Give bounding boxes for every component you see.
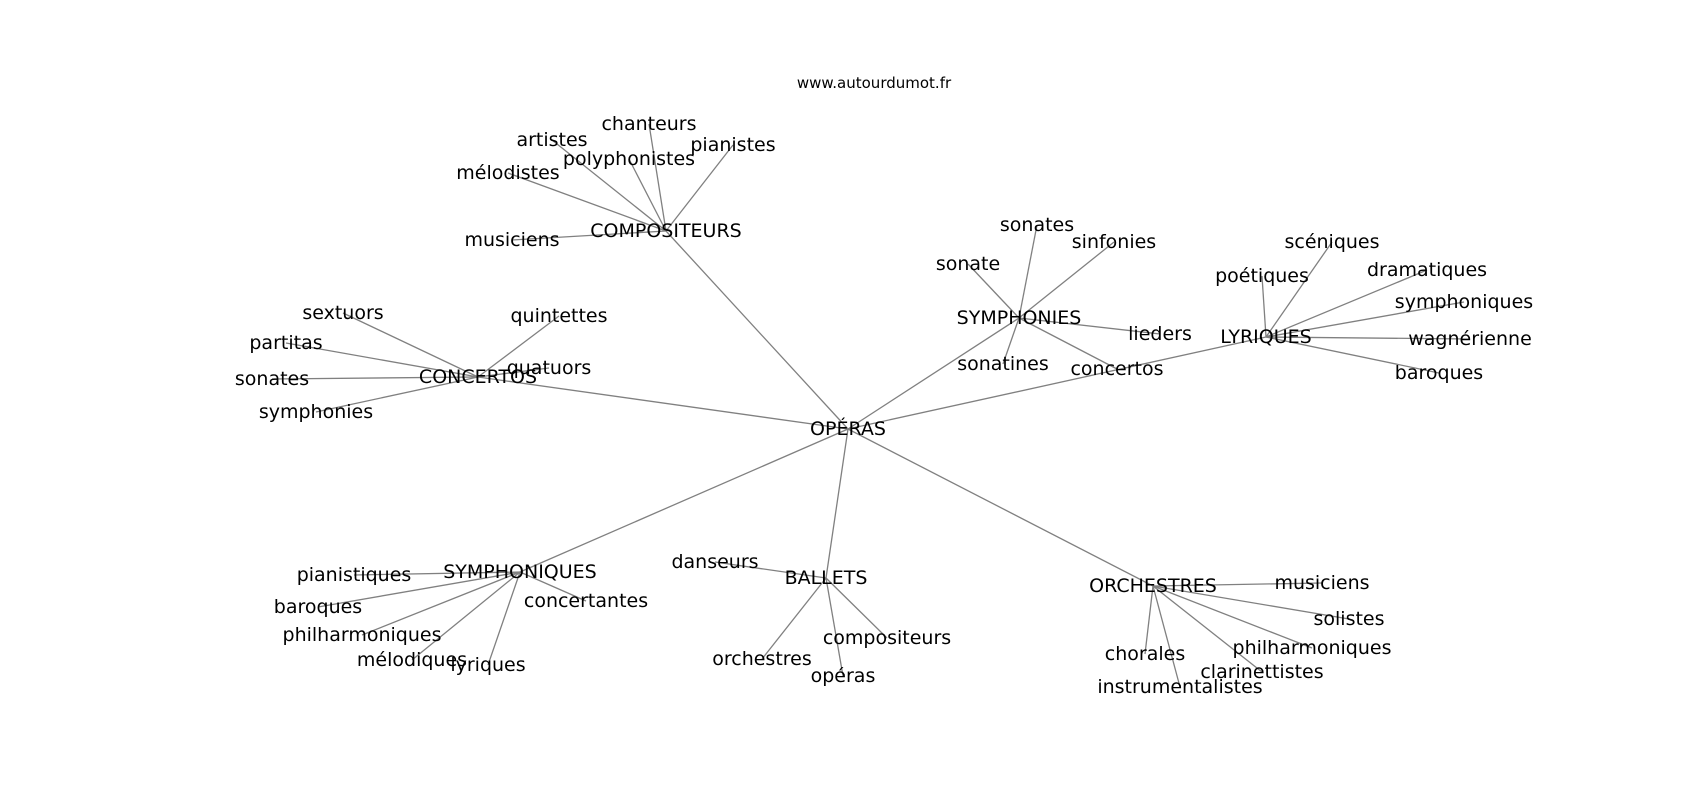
edge-orchestres-chorales	[1144, 585, 1154, 655]
edge-concertos-partitas	[285, 342, 479, 378]
leaf-node-compositeurs-chanteurs: chanteurs	[601, 113, 696, 135]
hub-node-ballets: BALLETS	[785, 567, 868, 589]
leaf-node-symphoniques-baroques: baroques	[274, 596, 362, 618]
edge-compositeurs-melodistes	[507, 172, 667, 232]
leaf-node-orchestres-solistes: solistes	[1313, 608, 1384, 630]
edge-compositeurs-chanteurs	[648, 123, 667, 232]
leaf-node-symphonies-lieders: lieders	[1128, 323, 1192, 345]
leaf-node-concertos-symphonies: symphonies	[259, 401, 373, 423]
edge-concertos-sonates	[271, 376, 479, 380]
hub-node-concertos: CONCERTOS	[419, 366, 537, 388]
edge-ballets-operas	[825, 577, 844, 677]
edge-symphonies-sinfonies	[1018, 241, 1115, 319]
leaf-node-symphoniques-melodiques: mélodiques	[357, 649, 467, 671]
leaf-node-symphoniques-lyriques: lyriques	[450, 654, 525, 676]
edge-center-orchestres	[847, 428, 1154, 587]
edge-lyriques-wagnerienne	[1265, 336, 1471, 340]
edge-lyriques-dramatiques	[1265, 269, 1428, 338]
edge-compositeurs-musiciens	[511, 230, 667, 241]
edge-compositeurs-artistes	[551, 139, 667, 232]
edge-symphoniques-lyriques	[487, 571, 521, 666]
edge-ballets-orchestres	[761, 577, 827, 660]
edge-orchestres-philharmoniques	[1152, 585, 1313, 649]
edge-symphoniques-baroques	[317, 571, 521, 608]
edge-orchestres-musiciens	[1152, 582, 1323, 587]
hub-node-lyriques: LYRIQUES	[1220, 326, 1311, 348]
leaf-node-lyriques-sceniques: scéniques	[1284, 231, 1379, 253]
leaf-node-symphonies-concertos: concertos	[1070, 358, 1163, 380]
leaf-node-compositeurs-pianistes: pianistes	[690, 134, 775, 156]
edge-symphonies-sonates	[1018, 224, 1038, 319]
center-node-label: OPÉRAS	[810, 417, 886, 440]
leaf-node-concertos-sonates: sonates	[235, 368, 309, 390]
leaf-node-symphonies-sonate: sonate	[936, 253, 1000, 275]
leaf-node-concertos-partitas: partitas	[249, 332, 322, 354]
leaf-node-symphoniques-concertantes: concertantes	[524, 590, 648, 612]
leaf-node-ballets-compositeurs: compositeurs	[823, 627, 951, 649]
leaf-node-lyriques-baroques: baroques	[1395, 362, 1483, 384]
edge-center-compositeurs	[665, 230, 849, 430]
edge-symphonies-sonatines	[1002, 317, 1020, 365]
edge-symphonies-sonate	[967, 263, 1020, 319]
leaf-node-ballets-orchestres: orchestres	[712, 648, 812, 670]
hub-node-symphoniques: SYMPHONIQUES	[443, 561, 597, 583]
edge-center-symphoniques	[519, 428, 849, 573]
leaf-node-symphonies-sonatines: sonatines	[957, 353, 1049, 375]
leaf-node-concertos-quintettes: quintettes	[510, 305, 607, 327]
edge-compositeurs-pianistes	[665, 144, 734, 232]
leaf-node-orchestres-clarinettistes: clarinettistes	[1200, 661, 1323, 683]
edge-symphonies-lieders	[1018, 317, 1161, 335]
edge-center-concertos	[477, 376, 849, 430]
edge-lyriques-poetiques	[1261, 275, 1267, 338]
leaf-node-lyriques-poetiques: poétiques	[1215, 265, 1309, 287]
edge-concertos-sextuors	[342, 312, 479, 378]
edge-center-ballets	[825, 428, 849, 579]
leaf-node-lyriques-wagnerienne: wagnérienne	[1408, 328, 1532, 350]
edge-symphoniques-concertantes	[519, 571, 587, 602]
edge-symphoniques-melodiques	[411, 571, 521, 661]
leaf-node-orchestres-musiciens: musiciens	[1274, 572, 1369, 594]
hub-node-symphonies: SYMPHONIES	[957, 307, 1082, 329]
edge-symphonies-concertos	[1018, 317, 1118, 370]
graph-nodes: OPÉRAS COMPOSITEURS chanteurs artistes piani…	[235, 113, 1533, 698]
leaf-node-lyriques-dramatiques: dramatiques	[1367, 259, 1487, 281]
leaf-node-symphoniques-pianistiques: pianistiques	[297, 564, 412, 586]
edge-lyriques-symphoniques	[1265, 301, 1465, 338]
leaf-node-orchestres-instrumentalistes: instrumentalistes	[1097, 676, 1262, 698]
graph-edges	[271, 123, 1471, 688]
leaf-node-ballets-operas: opéras	[811, 665, 876, 687]
edge-ballets-compositeurs	[825, 577, 888, 639]
source-watermark: www.autourdumot.fr	[797, 74, 952, 92]
leaf-node-symphonies-sonates: sonates	[1000, 214, 1074, 236]
edge-concertos-quatuors	[477, 367, 550, 378]
edge-lyriques-sceniques	[1265, 241, 1333, 338]
leaf-node-ballets-danseurs: danseurs	[671, 551, 758, 573]
edge-lyriques-baroques	[1265, 336, 1440, 374]
leaf-node-symphoniques-philharmoniques: philharmoniques	[283, 624, 442, 646]
leaf-node-compositeurs-musiciens: musiciens	[464, 229, 559, 251]
edge-compositeurs-polyphonistes	[628, 158, 667, 232]
leaf-node-symphonies-sinfonies: sinfonies	[1072, 231, 1156, 253]
hub-node-orchestres: ORCHESTRES	[1089, 575, 1217, 597]
hub-node-compositeurs: COMPOSITEURS	[590, 220, 741, 242]
edge-orchestres-clarinettistes	[1152, 585, 1263, 673]
leaf-node-orchestres-chorales: chorales	[1105, 643, 1185, 665]
leaf-node-compositeurs-melodistes: mélodistes	[456, 162, 559, 184]
leaf-node-compositeurs-artistes: artistes	[516, 129, 587, 151]
edge-concertos-symphonies	[315, 376, 479, 413]
edge-orchestres-solistes	[1152, 585, 1350, 620]
edge-center-symphonies	[847, 317, 1020, 430]
edge-concertos-quintettes	[477, 315, 560, 378]
edge-symphoniques-pianistiques	[353, 571, 521, 576]
leaf-node-lyriques-symphoniques: symphoniques	[1395, 291, 1533, 313]
leaf-node-concertos-quatuors: quatuors	[507, 357, 592, 379]
leaf-node-concertos-sextuors: sextuors	[302, 302, 383, 324]
leaf-node-orchestres-philharmoniques: philharmoniques	[1233, 637, 1392, 659]
leaf-node-compositeurs-polyphonistes: polyphonistes	[563, 148, 695, 170]
edge-ballets-danseurs	[714, 561, 827, 579]
edge-orchestres-instrumentalistes	[1152, 585, 1181, 688]
edge-center-lyriques	[847, 336, 1267, 430]
edge-symphoniques-philharmoniques	[361, 571, 521, 636]
